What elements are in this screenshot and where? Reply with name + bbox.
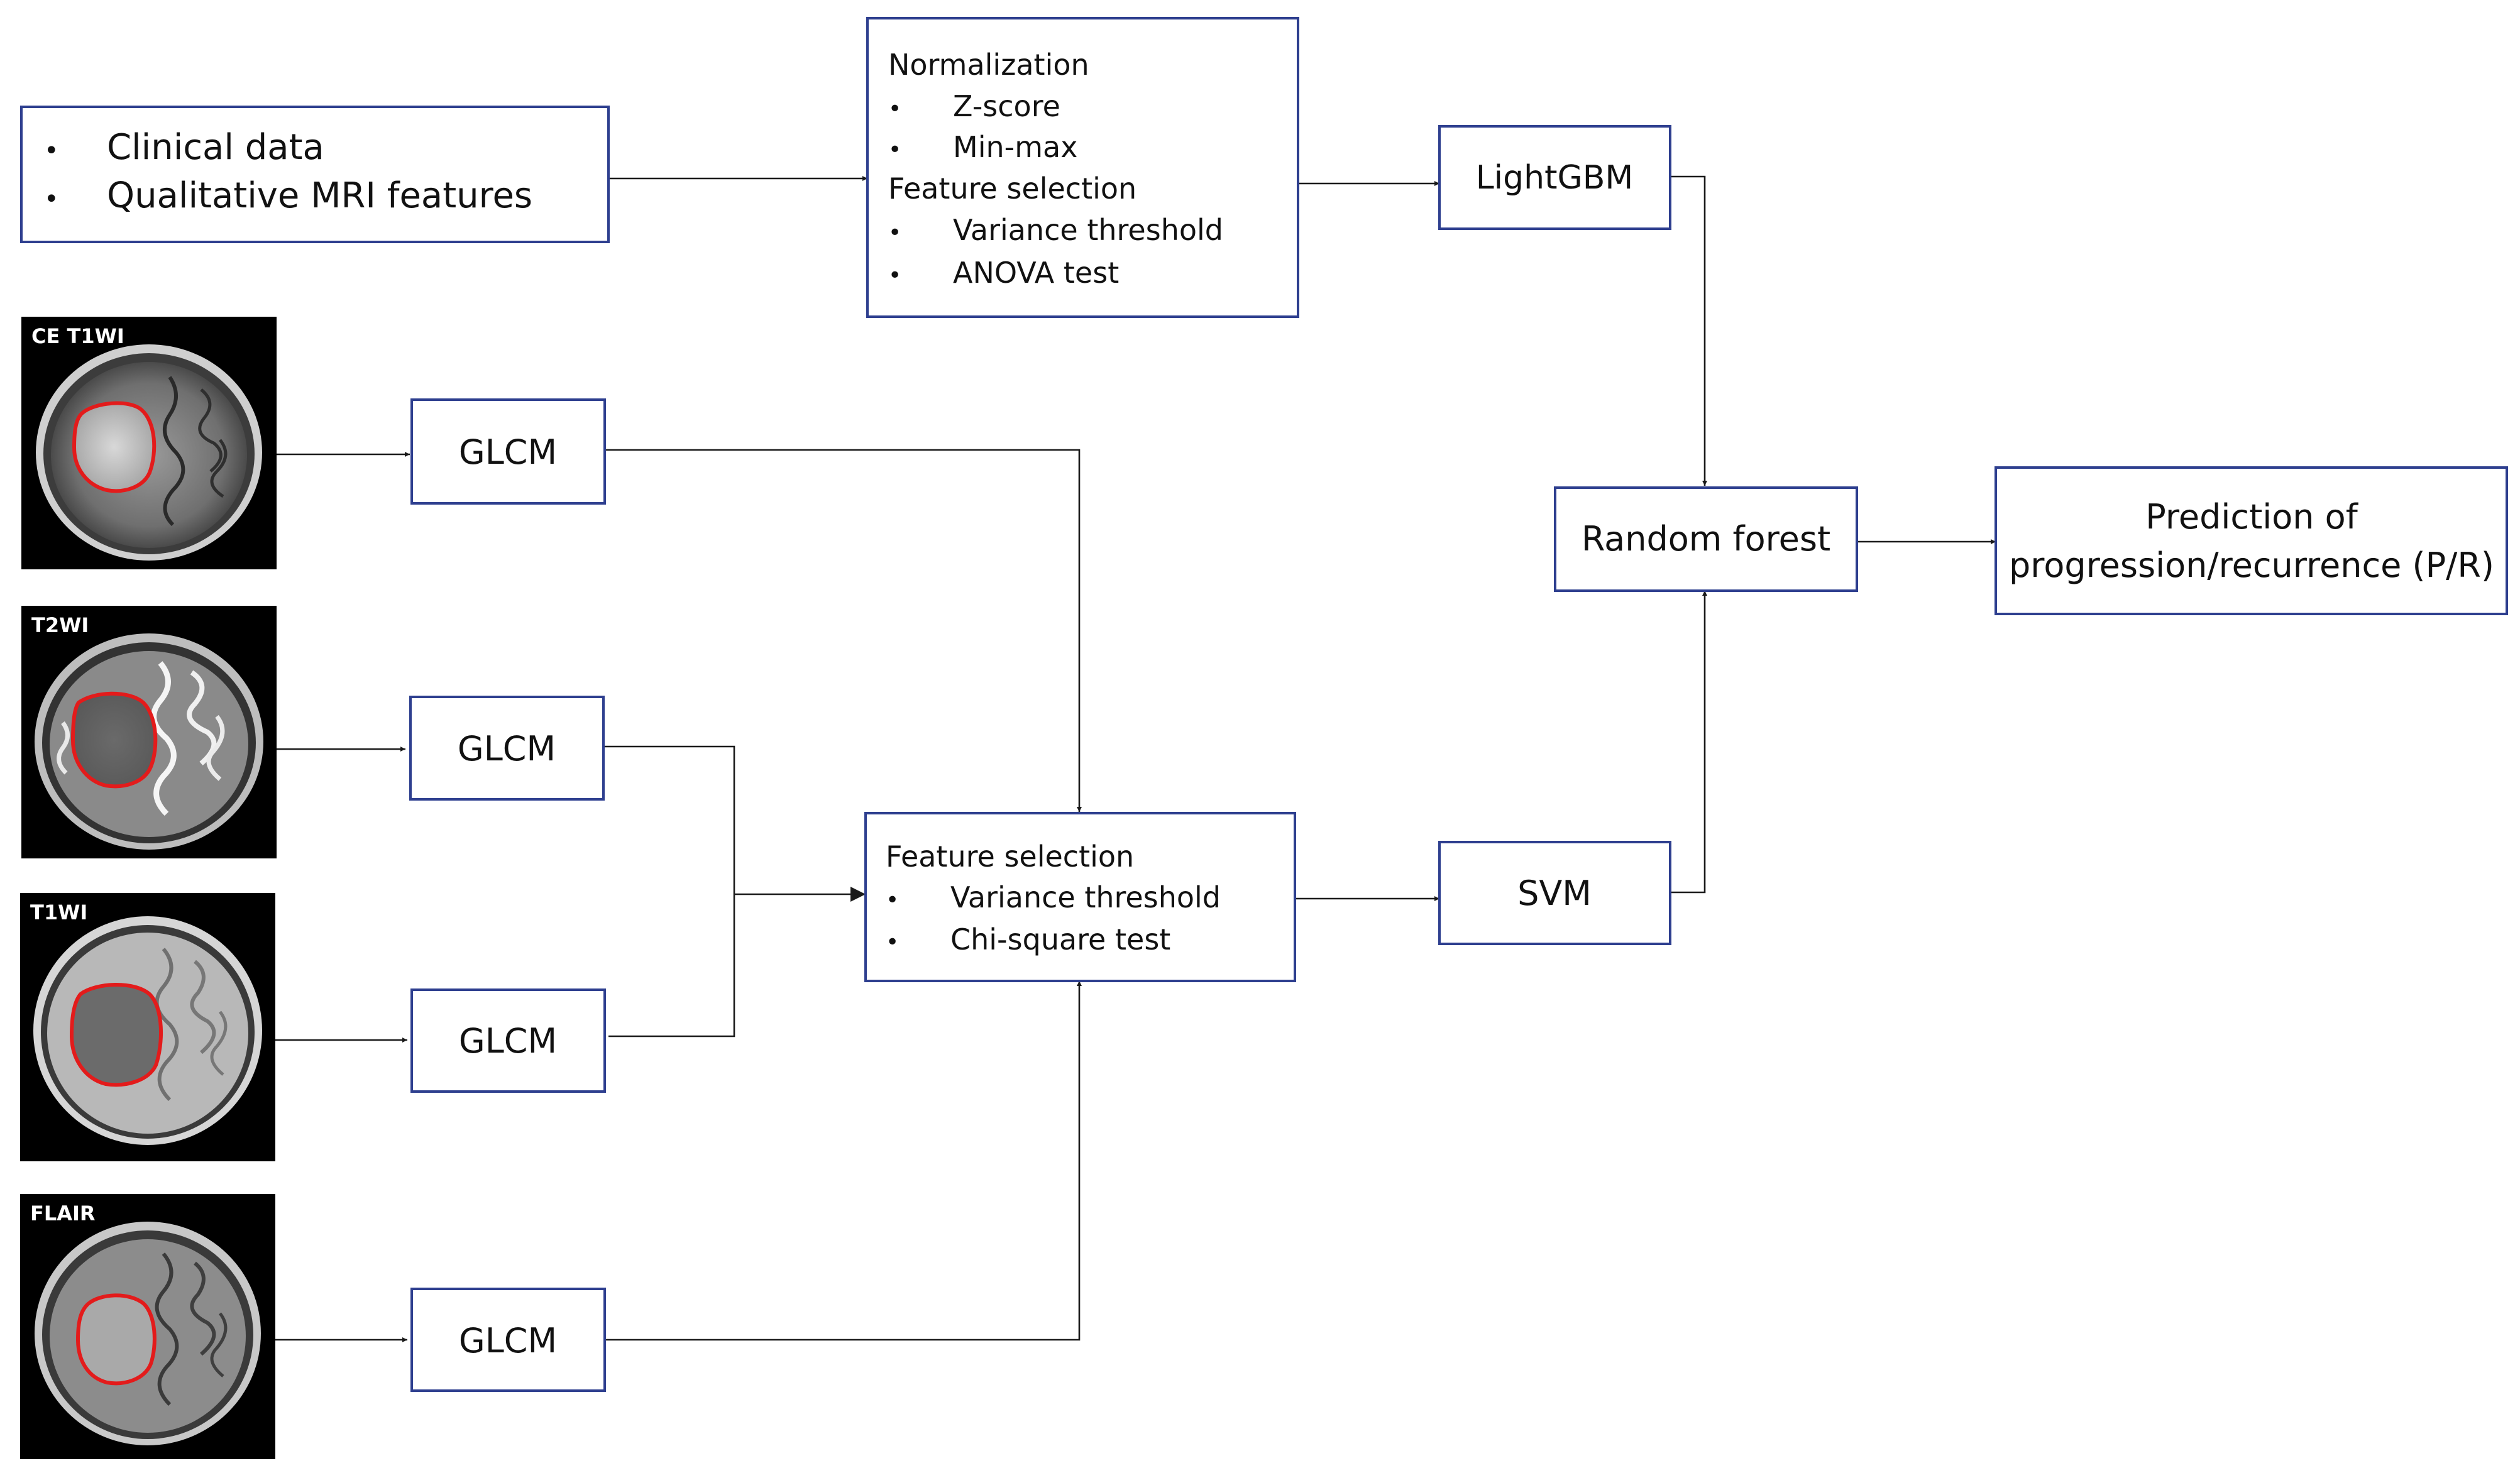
connectors <box>275 175 1996 1342</box>
svm-label: SVM <box>1517 873 1592 913</box>
glcm-label: GLCM <box>459 432 557 472</box>
bullet: • <box>888 220 901 246</box>
feature-item-variance: Variance threshold <box>950 880 1221 914</box>
bullet: • <box>44 136 59 165</box>
feature-selection-box: Feature selection • Variance threshold •… <box>864 812 1296 982</box>
connector-glcm1-to-featuresel <box>605 449 1082 812</box>
mri-label-1: CE T1WI <box>31 324 124 348</box>
clinical-box: • Clinical data • Qualitative MRI featur… <box>20 106 610 243</box>
tumor-contour <box>75 1293 157 1386</box>
mri-label-2: T2WI <box>31 613 89 637</box>
bullet: • <box>886 887 899 913</box>
glcm-box-1: GLCM <box>410 398 606 505</box>
normalization-item-zscore: Z-score <box>953 89 1060 123</box>
clinical-item-2: Qualitative MRI features <box>107 175 532 216</box>
mri-image-flair: FLAIR <box>20 1194 275 1459</box>
lightgbm-label: LightGBM <box>1476 159 1634 197</box>
prediction-line-2: progression/recurrence (P/R) <box>2009 545 2494 585</box>
tumor-contour <box>70 691 158 789</box>
glcm-box-4: GLCM <box>410 1288 606 1392</box>
mri-label-3: T1WI <box>30 901 87 924</box>
feature-item-chisquare: Chi-square test <box>950 923 1170 956</box>
feature-item-variance-top: Variance threshold <box>953 213 1223 247</box>
tumor-contour <box>72 401 157 493</box>
glcm-label: GLCM <box>458 729 556 769</box>
feature-selection-heading-top: Feature selection <box>888 172 1136 205</box>
connector-lightgbm-to-randomforest <box>1670 175 1707 486</box>
normalization-item-minmax: Min-max <box>953 130 1077 164</box>
bullet: • <box>888 137 901 163</box>
bullet: • <box>888 96 901 122</box>
feature-item-anova: ANOVA test <box>953 256 1119 290</box>
mri-image-t2wi: T2WI <box>21 606 277 858</box>
random-forest-box: Random forest <box>1554 486 1858 592</box>
mri-image-ce-t1wi: CE T1WI <box>21 317 277 569</box>
prediction-line-1: Prediction of <box>2145 497 2358 537</box>
prediction-box: Prediction of progression/recurrence (P/… <box>1995 466 2508 615</box>
glcm-box-3: GLCM <box>410 988 606 1093</box>
glcm-box-2: GLCM <box>409 696 605 801</box>
normalization-box: Normalization • Z-score • Min-max Featur… <box>866 17 1299 318</box>
bullet: • <box>888 263 901 288</box>
connector-svm-to-randomforest <box>1670 591 1707 894</box>
tumor-contour <box>69 983 163 1087</box>
random-forest-label: Random forest <box>1582 519 1830 559</box>
lightgbm-box: LightGBM <box>1438 125 1671 230</box>
connector-glcm2-merge <box>603 745 735 1038</box>
connector-glcm4-to-featuresel <box>605 981 1082 1341</box>
glcm-label: GLCM <box>459 1021 557 1061</box>
bullet: • <box>886 929 899 955</box>
bullet: • <box>44 185 59 214</box>
mri-image-t1wi: T1WI <box>20 893 275 1161</box>
feature-selection-heading: Feature selection <box>886 840 1134 873</box>
mri-label-4: FLAIR <box>30 1202 96 1225</box>
normalization-heading: Normalization <box>888 48 1089 82</box>
glcm-label: GLCM <box>459 1321 557 1361</box>
clinical-item-1: Clinical data <box>107 127 324 168</box>
svm-box: SVM <box>1438 841 1671 945</box>
